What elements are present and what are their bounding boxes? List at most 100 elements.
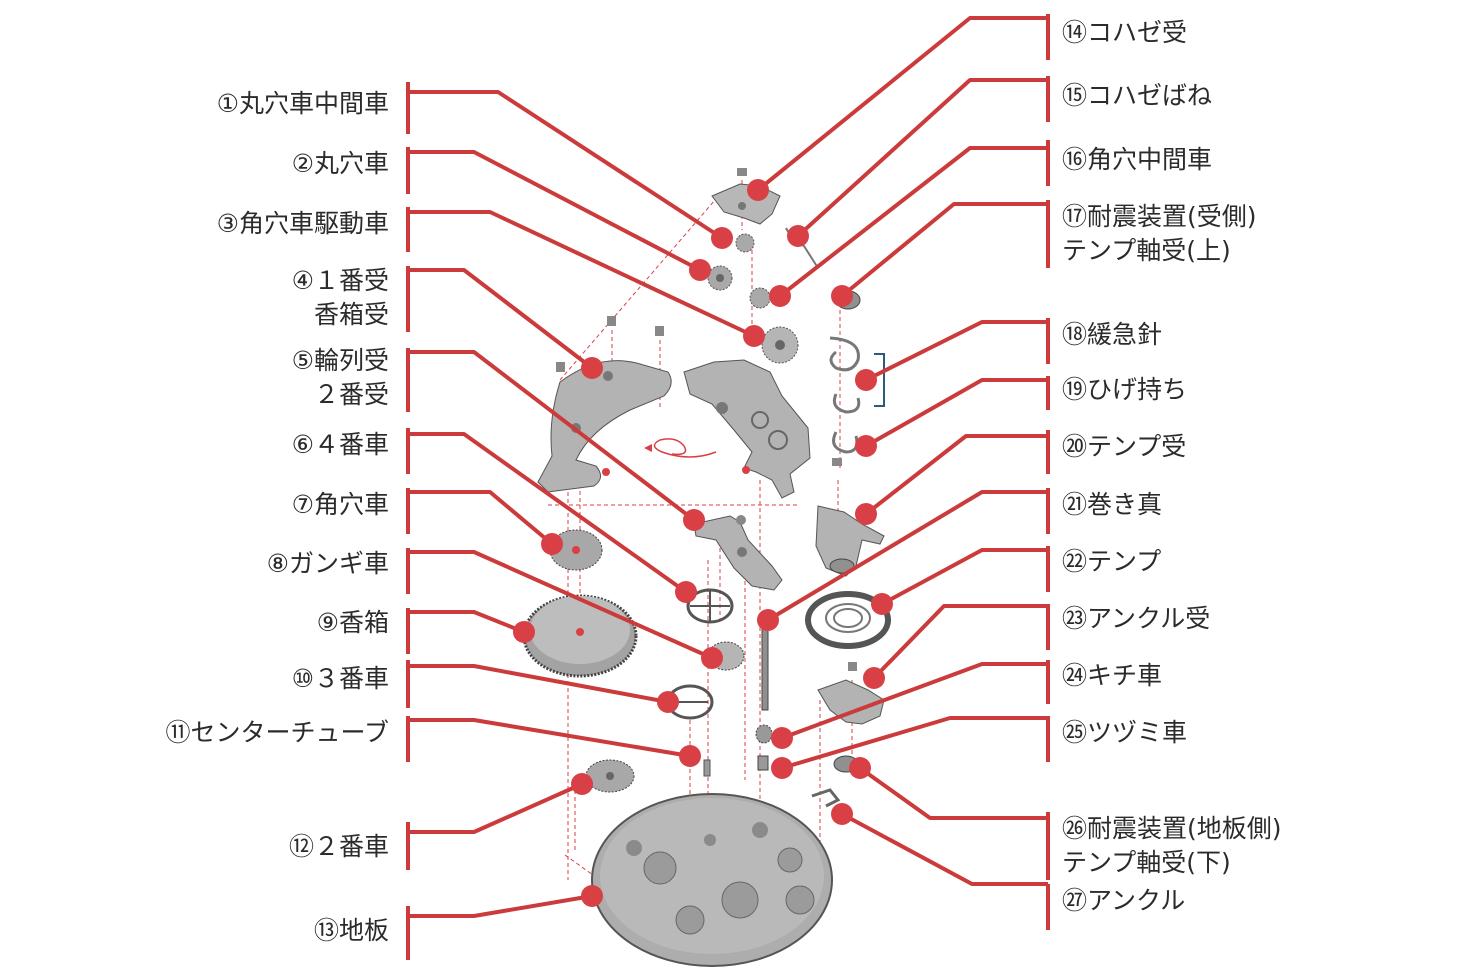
ratchet-wheel (549, 529, 603, 571)
label-p8: ⑧ガンギ車 (266, 549, 389, 578)
leader-dot-p14 (747, 179, 769, 201)
leader-lines (406, 14, 1050, 960)
train-wheel-bridge (683, 359, 811, 499)
leader-dot-p1 (711, 227, 733, 249)
leader-line-p17 (840, 202, 1048, 298)
group-bracket (874, 353, 885, 407)
label-p27: ㉗アンクル (1062, 886, 1186, 915)
label-p7: ⑦角穴車 (291, 490, 389, 519)
leader-line-p16 (778, 146, 1048, 298)
leader-dot-p7 (541, 533, 563, 555)
small-gears-top (707, 233, 799, 364)
label-p25: ㉕ツヅミ車 (1062, 718, 1188, 747)
leader-line-p23 (881, 548, 1048, 606)
leader-dot-p12 (571, 773, 593, 795)
label-p2: ②丸穴車 (291, 149, 389, 178)
leader-line-p10 (408, 664, 669, 704)
label-p3: ③角穴車駆動車 (216, 209, 389, 238)
balance-bridge-ring (832, 431, 859, 454)
fourth-wheel (686, 588, 734, 624)
label-p18: ⑱緩急針 (1062, 320, 1163, 349)
main-plate (591, 793, 833, 967)
regulator (829, 336, 860, 372)
leader-dot-p4 (581, 357, 603, 379)
leader-dot-p16 (769, 285, 791, 307)
stud-holder (832, 393, 861, 414)
label-p14: ⑭コハゼ受 (1062, 18, 1188, 47)
leader-dot-p9 (513, 621, 535, 643)
leader-dot-p5 (683, 509, 705, 531)
leader-dots (513, 179, 893, 907)
rotation-arrow-icon (653, 438, 717, 458)
leader-line-p3 (408, 210, 755, 338)
leader-line-p11 (408, 718, 691, 758)
leader-line-p8 (408, 550, 713, 660)
leader-dot-p13 (581, 885, 603, 907)
leader-line-p6 (408, 432, 688, 594)
label-p26: ㉖耐震装置(地板側)テンプ軸受(下) (1062, 814, 1282, 877)
leader-dot-p26 (771, 757, 793, 779)
leader-dot-p15 (787, 225, 809, 247)
label-p19: ⑲ひげ持ち (1062, 375, 1188, 404)
leader-line-p7 (408, 490, 554, 546)
second-wheel (585, 759, 635, 793)
leader-line-p12 (408, 782, 583, 834)
leader-line-p1 (408, 90, 724, 240)
leader-dot-p6 (675, 581, 697, 603)
leader-line-p27 (858, 766, 1048, 820)
clutch-wheel (757, 755, 769, 771)
setting-wheel (755, 724, 773, 744)
leader-dot-p3 (743, 325, 765, 347)
leader-line-p4 (408, 268, 594, 370)
leader-line-p21 (864, 434, 1048, 516)
leader-dot-p18 (855, 369, 877, 391)
leader-dot-p23 (871, 593, 893, 615)
leader-line-p20 (865, 378, 1048, 448)
leader-line-p14 (756, 16, 1048, 192)
leader-line-p26 (781, 716, 1048, 770)
leader-dot-p2 (689, 259, 711, 281)
leader-line-p15 (796, 78, 1048, 238)
label-p20: ⑳テンプ受 (1062, 432, 1187, 461)
leader-line-p13 (408, 894, 593, 918)
leader-line-p24 (872, 604, 1048, 680)
leader-dot-p11 (679, 745, 701, 767)
leader-dot-p27 (849, 757, 871, 779)
winding-stem (761, 619, 769, 711)
click-bridge (711, 168, 781, 225)
leader-dot-p10 (657, 691, 679, 713)
balance-wheel (805, 591, 891, 649)
leader-dot-p24 (863, 667, 885, 689)
leader-line-p5 (408, 350, 696, 522)
leader-dot-p21 (855, 503, 877, 525)
leader-line-p18 (865, 320, 1048, 382)
label-p9: ⑨香箱 (316, 608, 389, 637)
leader-dot-extra-0 (831, 803, 853, 825)
label-p11: ⑪センターチューブ (165, 718, 389, 747)
label-p17: ⑰耐震装置(受側)テンプ軸受(上) (1062, 202, 1257, 265)
leader-dot-p20 (855, 435, 877, 457)
label-p12: ⑫２番車 (288, 832, 389, 861)
label-p23: ㉓アンクル受 (1062, 604, 1211, 633)
label-p21: ㉑巻き真 (1062, 490, 1163, 519)
label-p22: ㉒テンプ (1062, 547, 1162, 576)
pallet-bridge (693, 515, 783, 591)
label-p24: ㉔キチ車 (1062, 661, 1163, 690)
leader-dot-p25 (771, 727, 793, 749)
leader-dot-p8 (701, 647, 723, 669)
label-p16: ⑯角穴中間車 (1062, 145, 1213, 174)
label-p6: ⑥４番車 (291, 430, 389, 459)
leader-dot-p22 (757, 609, 779, 631)
label-p15: ⑮コハゼばね (1062, 81, 1213, 110)
balance-bridge (815, 505, 885, 577)
leader-line-p2 (408, 150, 701, 272)
pallet-bridge-right (817, 662, 885, 725)
barrel (522, 594, 638, 678)
movement-parts (522, 168, 891, 967)
center-tube (703, 759, 711, 777)
label-p10: ⑩３番車 (291, 664, 389, 693)
leader-line-p25 (781, 662, 1048, 740)
pallet-fork (811, 788, 841, 808)
